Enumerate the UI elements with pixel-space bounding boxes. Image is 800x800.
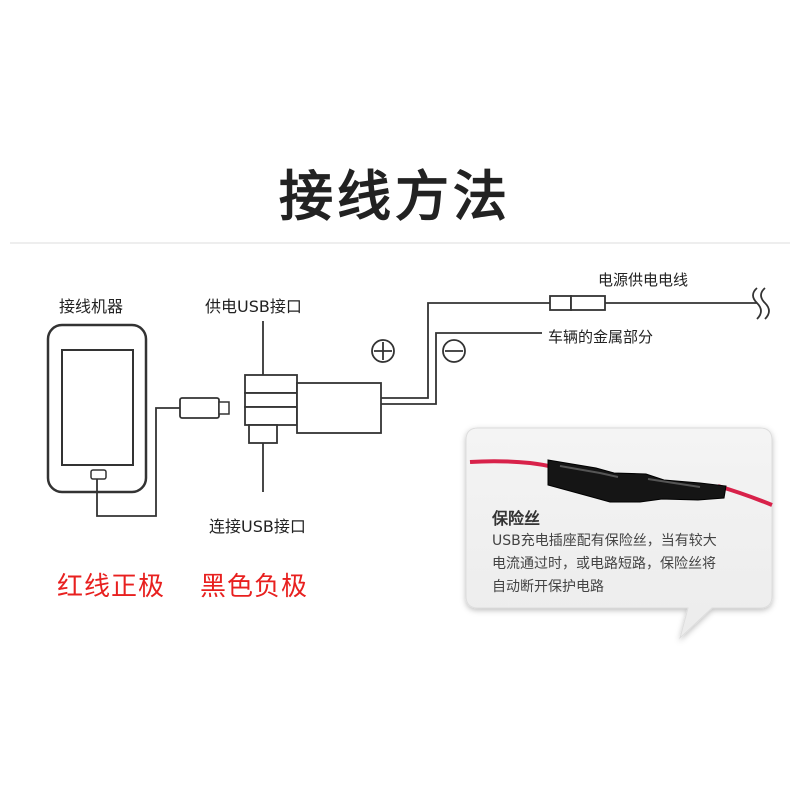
power-usb-port-label: 供电USB接口 <box>205 297 302 316</box>
fuse-callout-line: 自动断开保护电路 <box>492 579 604 595</box>
phone-cable <box>96 407 180 517</box>
fuse-callout-bubble <box>465 427 773 640</box>
fuse-body <box>547 459 727 503</box>
negative-wire <box>381 332 542 405</box>
inline-fuse-icon <box>549 295 606 311</box>
device-label: 接线机器 <box>59 297 124 316</box>
usb-socket-icon <box>244 374 382 444</box>
page-title: 接线方法 <box>279 165 511 228</box>
black-negative-label: 黑色负极 <box>200 572 309 602</box>
connect-usb-port-label: 连接USB接口 <box>209 517 306 536</box>
fuse-holder-photo <box>469 459 773 507</box>
fuse-callout-title: 保险丝 <box>492 509 541 528</box>
power-supply-wire-label: 电源供电电线 <box>598 271 689 289</box>
minus-symbol-icon <box>442 339 466 363</box>
micro-usb-plug-icon <box>179 397 230 419</box>
fuse-callout-line: USB充电插座配有保险丝，当有较大 <box>492 533 717 549</box>
positive-wire <box>381 302 550 399</box>
fuse-callout-line: 电流通过时，或电路短路，保险丝将 <box>492 556 716 572</box>
phone-icon <box>46 323 148 494</box>
wire-break-icon <box>752 287 770 320</box>
plus-symbol-icon <box>371 339 395 363</box>
vehicle-metal-label: 车辆的金属部分 <box>548 328 654 346</box>
red-positive-label: 红线正极 <box>57 572 166 602</box>
